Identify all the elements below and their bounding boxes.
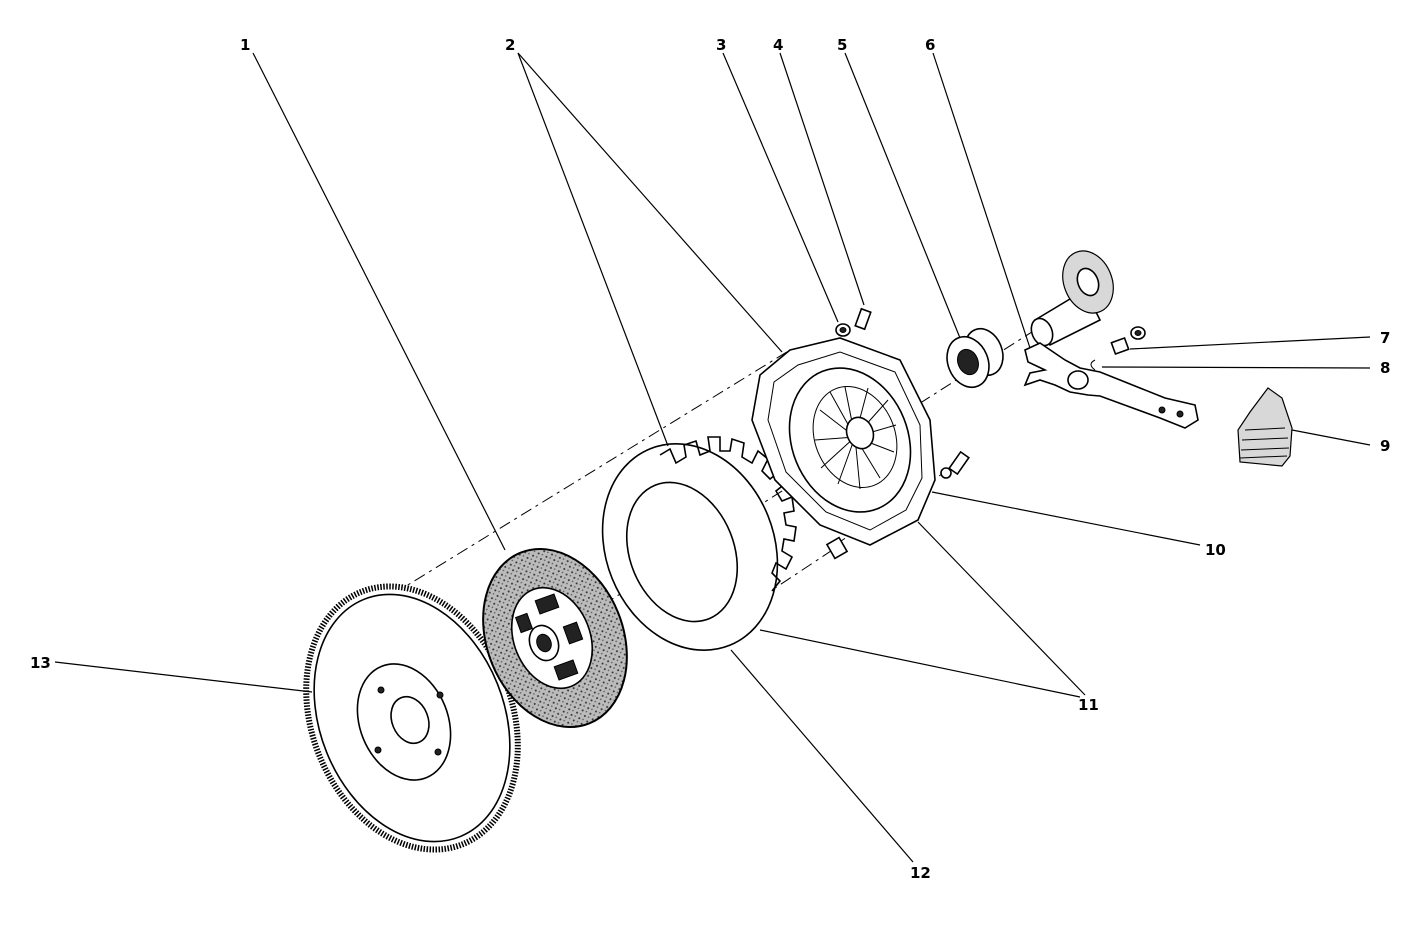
callout-8: 8 (1380, 359, 1390, 377)
leader-5 (844, 52, 961, 339)
washer-and-bolt-part (835, 307, 872, 337)
leader-11b (759, 629, 1081, 698)
release-bearing-part (946, 327, 1004, 389)
leader-4 (779, 52, 865, 306)
leader-1 (252, 52, 506, 551)
callout-5: 5 (837, 36, 847, 54)
callout-3: 3 (716, 36, 726, 54)
callout-7: 7 (1380, 329, 1390, 347)
callout-10: 10 (1205, 541, 1226, 559)
pivot-pin-part (1090, 326, 1146, 371)
leader-6 (932, 52, 1031, 349)
leader-7 (1129, 336, 1371, 350)
cover-bolt-part (825, 450, 970, 560)
callout-13: 13 (30, 654, 51, 672)
callout-11: 11 (1078, 696, 1099, 714)
leader-11a (917, 521, 1086, 696)
clutch-cover-part (751, 337, 936, 546)
release-fork-part (1023, 342, 1199, 429)
leader-13 (54, 661, 313, 693)
callout-9: 9 (1380, 437, 1390, 455)
leader-2a (517, 52, 669, 447)
leader-lines (54, 52, 1371, 863)
callout-1: 1 (240, 36, 250, 54)
pressure-plate-part (601, 436, 797, 651)
leader-9 (1291, 429, 1371, 446)
callout-4: 4 (773, 36, 783, 54)
rubber-boot-part (1237, 387, 1293, 467)
callout-2: 2 (505, 36, 515, 54)
bearing-sleeve-part (1030, 250, 1114, 347)
leader-8 (1101, 366, 1371, 369)
callout-labels: 1 2 3 4 5 6 7 8 9 10 11 12 13 (30, 36, 1390, 882)
callout-6: 6 (925, 36, 935, 54)
leader-3 (722, 52, 839, 323)
clutch-disc-part (482, 547, 628, 729)
leader-12 (730, 649, 914, 863)
callout-12: 12 (910, 864, 931, 882)
leader-10 (931, 491, 1201, 546)
leader-2b (517, 52, 783, 353)
